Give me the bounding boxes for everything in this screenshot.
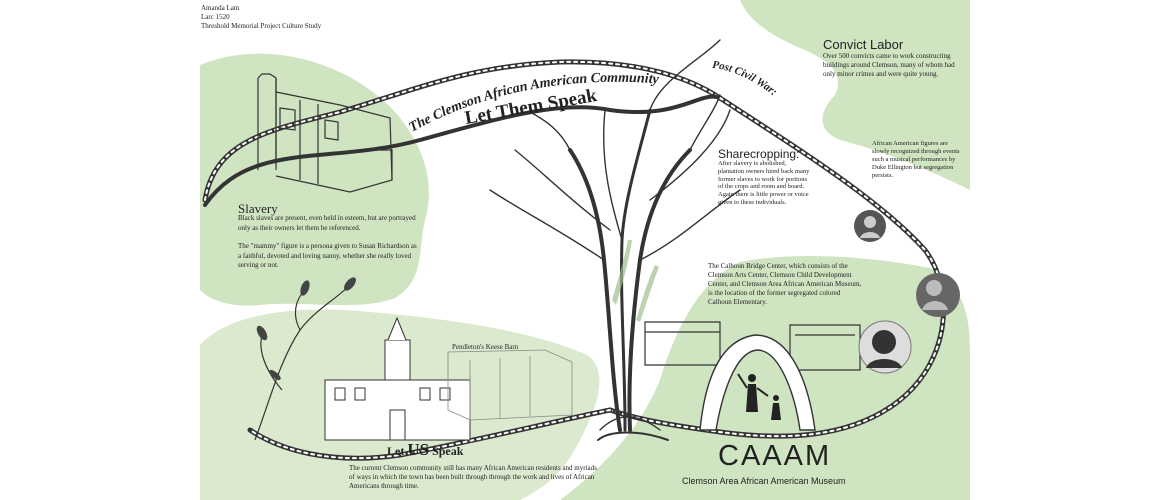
vine-leaves [256, 277, 356, 381]
course-code: Larc 1520 [201, 13, 230, 21]
keese-barn-illustration [447, 349, 573, 421]
let-us-speak-pre: Let [387, 444, 408, 458]
slavery-title: Slavery [238, 201, 278, 216]
slavery-paragraph-2: The "mammy" figure is a persona given to… [238, 242, 417, 269]
convict-green-blob [740, 0, 970, 190]
tree-illustration [489, 39, 741, 441]
portrait-photo-3 [858, 320, 912, 374]
convict-labor-text: Over 500 convicts came to work construct… [823, 52, 955, 78]
calhoun-bridge-center-text: The Calhoun Bridge Center, which consist… [708, 262, 862, 306]
let-us-speak-us: US [407, 440, 430, 459]
clocktower-building-illustration [324, 316, 471, 441]
caaam-logo: CAAAM [718, 440, 832, 472]
museum-name: Clemson Area African American Museum [682, 476, 846, 486]
slavery-paragraph-1: Black slaves are present, even held in e… [238, 214, 416, 232]
author-name: Amanda Lam [201, 4, 240, 12]
sharecropping-title: Sharecropping: [718, 147, 800, 161]
sharecropping-text: After slavery is abolished, plantation o… [718, 160, 810, 206]
let-us-speak-post: Speak [429, 444, 464, 458]
portrait-photo-1 [854, 210, 886, 242]
portrait-photo-2 [916, 273, 960, 317]
header-block: Amanda Lam Larc 1520 Threshold Memorial … [201, 4, 321, 31]
slavery-green-blob [200, 53, 429, 306]
post-civil-war-label: Post Civil War: [712, 59, 780, 98]
museum-arch-illustration [699, 334, 816, 431]
keese-barn-label: Pendleton's Keese Barn [452, 343, 519, 351]
family-figures-illustration [737, 373, 781, 420]
project-title: Threshold Memorial Project Culture Study [201, 22, 322, 30]
african-american-figures-text: African American figures are slowly reco… [872, 140, 960, 179]
tree-green-bands [612, 240, 659, 322]
convict-labor-title: Convict Labor [823, 37, 904, 52]
current-community-text: The current Clemson community still has … [349, 464, 597, 490]
let-us-speak-title: Let US Speak [387, 440, 463, 460]
slavery-text: Black slaves are present, even held in e… [238, 214, 418, 280]
slavery-house-illustration [257, 73, 393, 193]
